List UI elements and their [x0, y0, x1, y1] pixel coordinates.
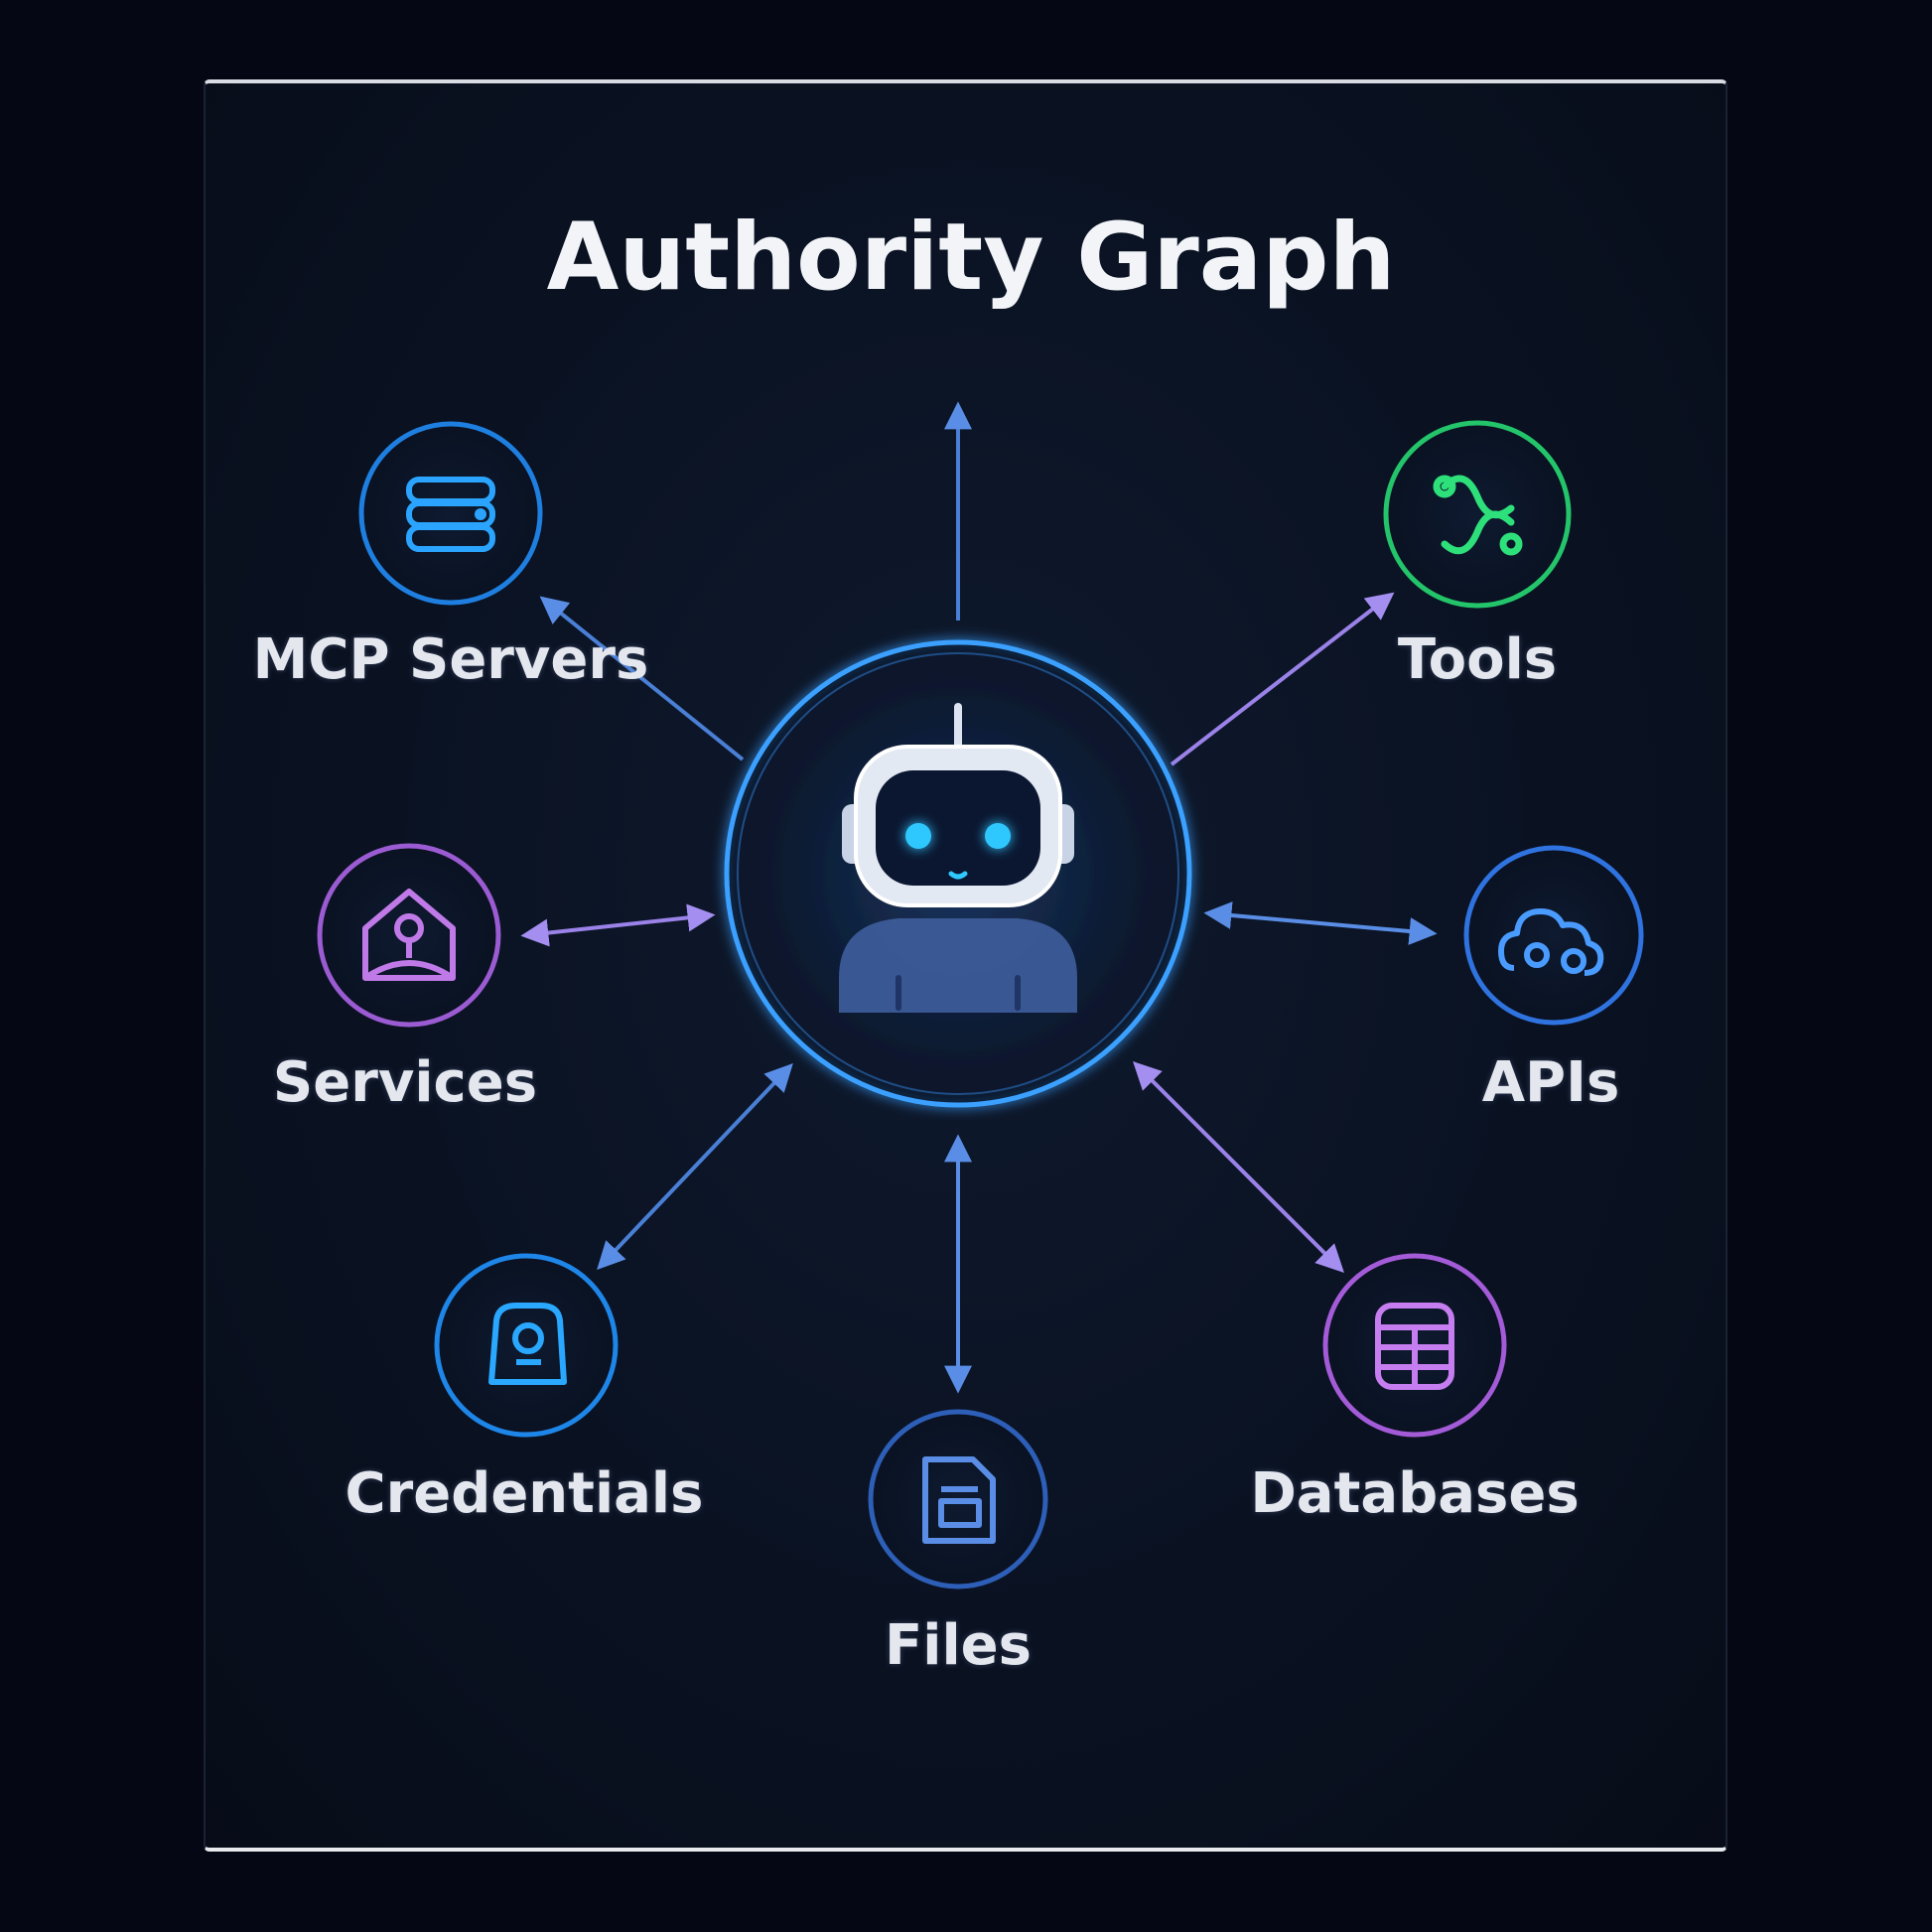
label-services: Services — [272, 1050, 538, 1115]
edge-services — [520, 903, 716, 947]
center-agent-node — [724, 639, 1192, 1108]
database-icon — [1375, 1303, 1454, 1390]
node-services[interactable] — [317, 843, 501, 1028]
node-databases[interactable] — [1322, 1253, 1507, 1438]
file-icon — [922, 1456, 996, 1544]
cloud-api-icon — [1498, 908, 1604, 976]
label-files: Files — [885, 1613, 1032, 1678]
label-databases: Databases — [1250, 1461, 1580, 1526]
server-stack-icon — [406, 477, 495, 552]
node-apis[interactable] — [1463, 845, 1644, 1026]
credentials-icon — [488, 1303, 567, 1385]
node-tools[interactable] — [1383, 420, 1572, 609]
robot-icon — [839, 703, 1077, 1013]
label-credentials: Credentials — [345, 1461, 704, 1526]
label-apis: APIs — [1481, 1050, 1620, 1115]
node-mcp-servers[interactable] — [358, 421, 543, 606]
node-files[interactable] — [868, 1409, 1048, 1589]
diagram-title: Authority Graph — [546, 204, 1396, 312]
node-credentials[interactable] — [434, 1253, 619, 1438]
edges — [520, 401, 1438, 1394]
edge-credentials — [597, 1062, 793, 1271]
edge-tools — [1170, 592, 1395, 766]
services-icon — [362, 889, 456, 981]
tools-icon — [1433, 475, 1523, 556]
edge-mcp-servers — [539, 596, 745, 761]
edge-databases — [1133, 1061, 1344, 1273]
edge-apis — [1203, 901, 1438, 945]
label-tools: Tools — [1397, 627, 1558, 692]
label-mcp-servers: MCP Servers — [252, 627, 649, 692]
